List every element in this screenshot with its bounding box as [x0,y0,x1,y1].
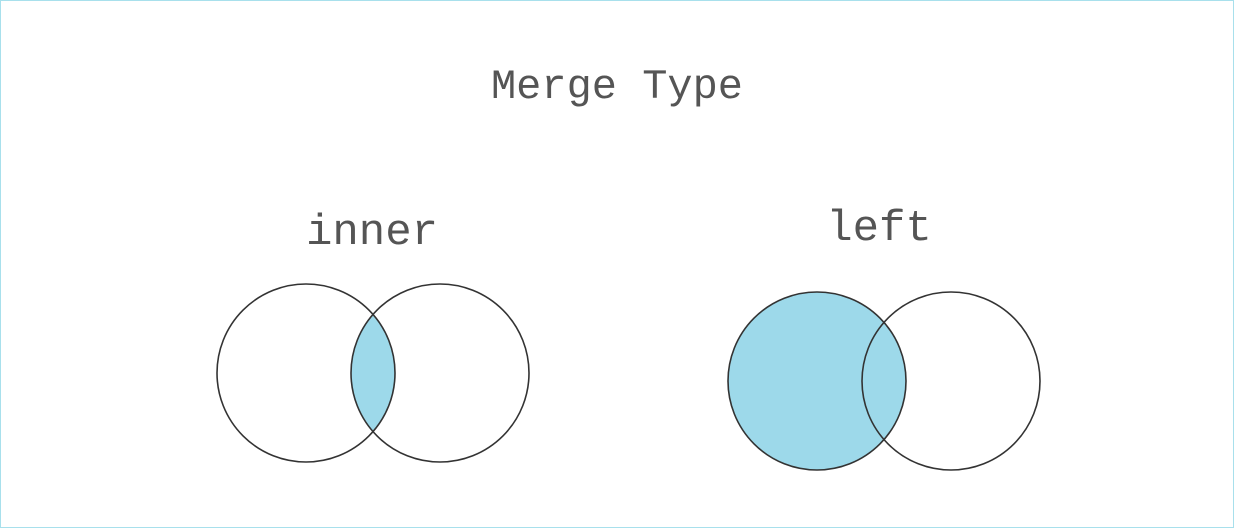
left-venn-label: left [826,204,932,254]
inner-venn-diagram [216,283,530,463]
inner-right-circle [350,283,530,463]
left-venn-diagram [727,291,1041,471]
left-right-circle [861,291,1041,471]
left-left-circle [727,291,907,471]
inner-venn-label: inner [305,208,439,258]
left-set-region [728,292,906,470]
inner-intersection-region [351,284,395,462]
page-title: Merge Type [490,63,744,111]
inner-left-circle [216,283,396,463]
